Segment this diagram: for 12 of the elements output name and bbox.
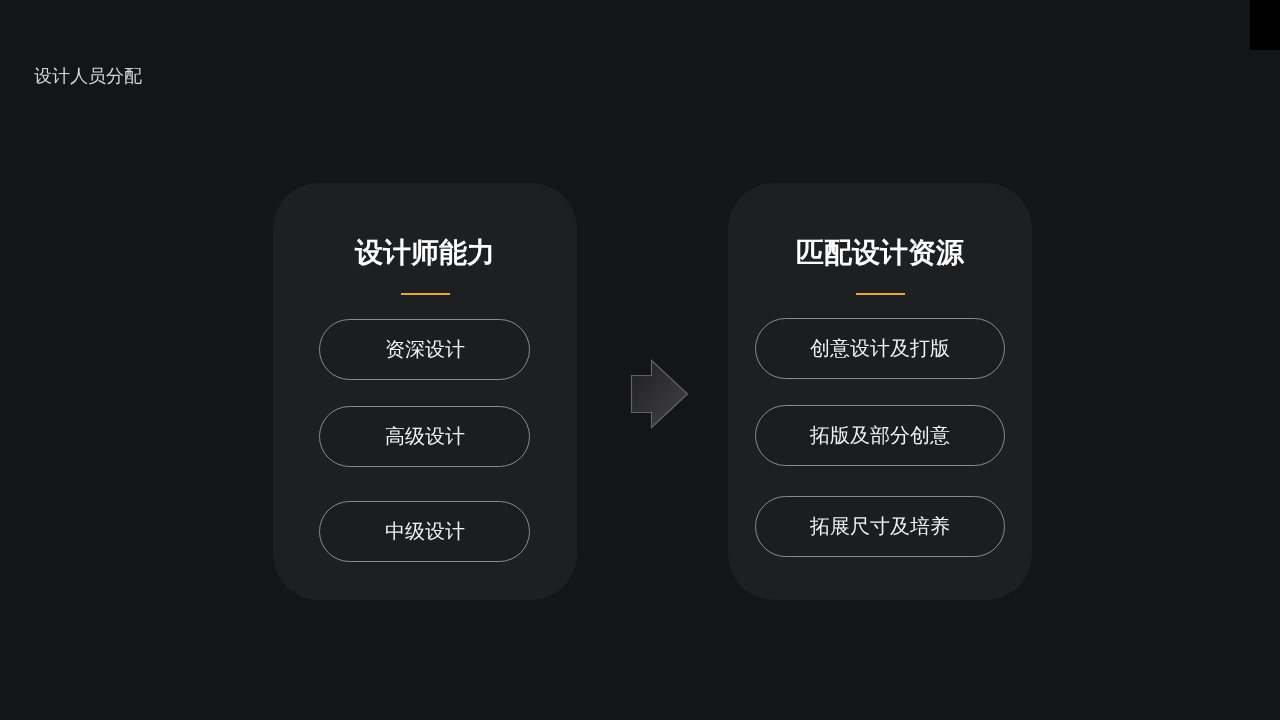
option-pill: 拓版及部分创意: [755, 405, 1005, 466]
option-pill: 中级设计: [319, 501, 530, 562]
page-title: 设计人员分配: [34, 64, 142, 88]
panel-card: [728, 183, 1032, 600]
option-pill: 高级设计: [319, 406, 530, 467]
option-pill: 拓展尺寸及培养: [755, 496, 1005, 557]
card-heading: 设计师能力: [355, 235, 495, 271]
block-arrow: [630, 359, 689, 429]
card-heading: 匹配设计资源: [796, 235, 964, 271]
panel-card: [273, 183, 577, 600]
option-pill: 资深设计: [319, 319, 530, 380]
option-pill: 创意设计及打版: [755, 318, 1005, 379]
